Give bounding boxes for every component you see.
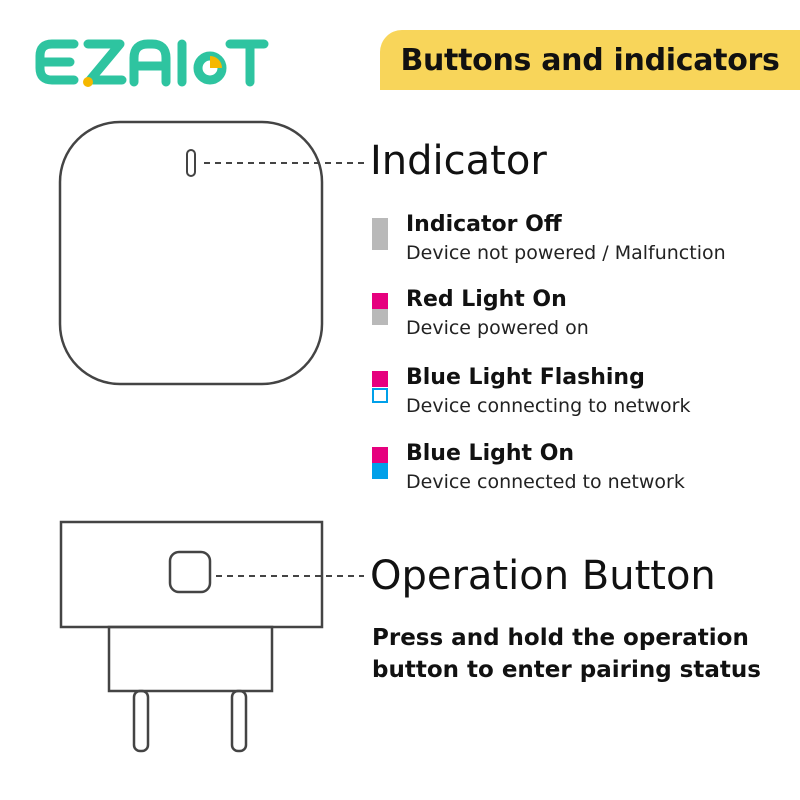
device-top-view xyxy=(58,120,324,386)
status-description: Device not powered / Malfunction xyxy=(406,242,726,264)
plug-pin-left xyxy=(132,689,150,753)
operation-description-line: button to enter pairing status xyxy=(372,657,761,683)
ezaiot-logo-icon xyxy=(35,39,269,87)
status-description: Device connected to network xyxy=(406,471,685,493)
indicator-light-icon xyxy=(186,149,196,177)
status-name: Blue Light On xyxy=(406,441,575,466)
red-swatch-icon xyxy=(372,371,388,387)
gray-swatch-icon xyxy=(372,309,388,325)
status-indicator-off: Indicator Off Device not powered / Malfu… xyxy=(372,212,792,274)
status-blue-light-flashing: Blue Light Flashing Device connecting to… xyxy=(372,365,792,427)
operation-description-line: Press and hold the operation xyxy=(372,625,749,651)
status-description: Device connecting to network xyxy=(406,395,691,417)
blue-swatch-icon xyxy=(372,463,388,479)
operation-description: Press and hold the operation button to e… xyxy=(372,622,792,686)
red-swatch-icon xyxy=(372,293,388,309)
gray-swatch-icon xyxy=(372,218,388,250)
banner-title: Buttons and indicators xyxy=(400,42,780,78)
plug-pin-right xyxy=(230,689,248,753)
device-side-view xyxy=(59,520,324,629)
status-name: Red Light On xyxy=(406,287,567,312)
operation-button-title: Operation Button xyxy=(370,553,716,599)
operation-button-icon xyxy=(168,550,212,594)
status-description: Device powered on xyxy=(406,317,589,339)
brand-logo xyxy=(30,30,270,96)
status-blue-light-on: Blue Light On Device connected to networ… xyxy=(372,441,792,503)
header-banner: Buttons and indicators xyxy=(380,30,800,90)
indicator-title: Indicator xyxy=(370,138,547,184)
plug-body xyxy=(107,625,274,693)
status-name: Blue Light Flashing xyxy=(406,365,645,390)
status-red-light-on: Red Light On Device powered on xyxy=(372,287,792,349)
blue-outline-swatch-icon xyxy=(372,388,388,403)
red-swatch-icon xyxy=(372,447,388,463)
status-name: Indicator Off xyxy=(406,212,562,237)
